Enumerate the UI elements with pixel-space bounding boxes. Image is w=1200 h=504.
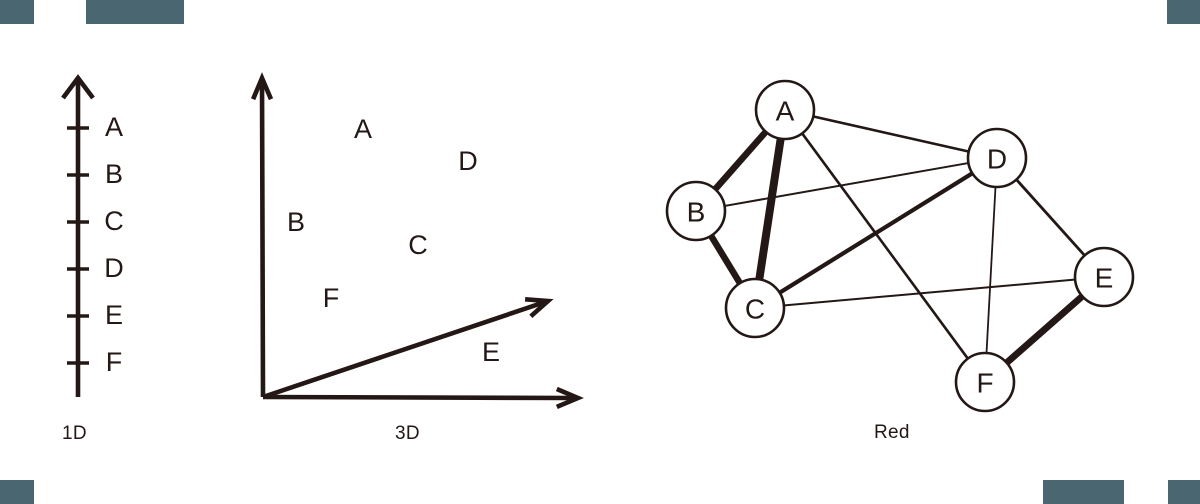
top-left-mark	[0, 0, 34, 24]
graph-node-circle-a[interactable]	[754, 79, 816, 141]
three-d-point-label-d: D	[458, 146, 478, 176]
graph-edge-a-f	[799, 131, 971, 361]
graph-edge-layer	[707, 114, 1087, 367]
graph-node-b[interactable]: B	[665, 180, 727, 242]
graph-edge-a-c	[755, 136, 785, 282]
graph-node-circle-b[interactable]	[665, 180, 727, 242]
one-d-tick-label-e: E	[105, 300, 123, 330]
one-d-tick-label-a: A	[105, 112, 123, 142]
graph-node-a[interactable]: A	[754, 79, 816, 141]
three-d-z-axis-arrowhead-icon	[524, 297, 554, 319]
graph-edge-c-d	[776, 170, 976, 296]
one-d-tick-label-f: F	[106, 347, 123, 377]
bottom-left-mark	[0, 480, 34, 504]
three-d-point-label-b: B	[287, 207, 305, 237]
graph-node-d[interactable]: D	[966, 127, 1028, 189]
bottom-right-wide-mark	[1043, 480, 1124, 504]
three-d-z-axis-line	[262, 298, 549, 400]
graph-node-e[interactable]: E	[1073, 246, 1135, 308]
graph-edge-a-b	[711, 128, 770, 193]
one-d-tick-label-c: C	[104, 206, 124, 236]
graph-node-label-e: E	[1095, 263, 1114, 294]
graph-edge-c-e	[781, 278, 1078, 307]
one-d-axis-arrowhead-icon	[61, 74, 95, 100]
panel-caption-graph: Red	[874, 422, 910, 443]
one-d-tick-label-d: D	[104, 253, 124, 283]
panel-caption-3d: 3D	[395, 423, 420, 444]
three-d-point-label-a: A	[354, 114, 372, 144]
panel-caption-1d: 1D	[62, 423, 87, 444]
bottom-right-mark	[1168, 480, 1200, 504]
graph-node-label-c: C	[745, 294, 765, 325]
top-middle-mark	[86, 0, 184, 24]
graph-node-circle-f[interactable]	[954, 351, 1016, 413]
graph-edge-d-f	[985, 184, 997, 356]
graph-edge-a-d	[811, 114, 971, 154]
graph-node-circle-d[interactable]	[966, 127, 1028, 189]
graph-node-label-a: A	[776, 96, 795, 127]
graph-edge-e-f	[1002, 292, 1087, 367]
three-d-y-axis-arrowhead-icon	[250, 72, 274, 101]
graph-node-label-f: F	[976, 368, 993, 399]
graph-node-label-b: B	[687, 197, 706, 228]
graph-edge-d-e	[1014, 177, 1087, 258]
three-d-point-label-c: C	[408, 230, 428, 260]
three-d-point-label-f: F	[323, 283, 340, 313]
three-d-x-axis-arrowhead-icon	[555, 386, 584, 410]
graph-node-circle-e[interactable]	[1073, 246, 1135, 308]
top-right-mark	[1167, 0, 1200, 24]
three-d-y-axis-line	[259, 77, 266, 398]
graph-node-f[interactable]: F	[954, 351, 1016, 413]
graph-node-label-d: D	[987, 144, 1007, 175]
graph-edge-b-c	[707, 232, 744, 287]
one-d-tick-label-b: B	[105, 159, 123, 189]
graph-node-circle-c[interactable]	[724, 277, 786, 339]
graph-node-c[interactable]: C	[724, 277, 786, 339]
graph-edge-b-d	[722, 161, 971, 208]
three-d-x-axis-line	[262, 394, 579, 401]
graph-node-layer: A B C D E F	[665, 79, 1135, 413]
three-d-point-label-e: E	[482, 337, 500, 367]
